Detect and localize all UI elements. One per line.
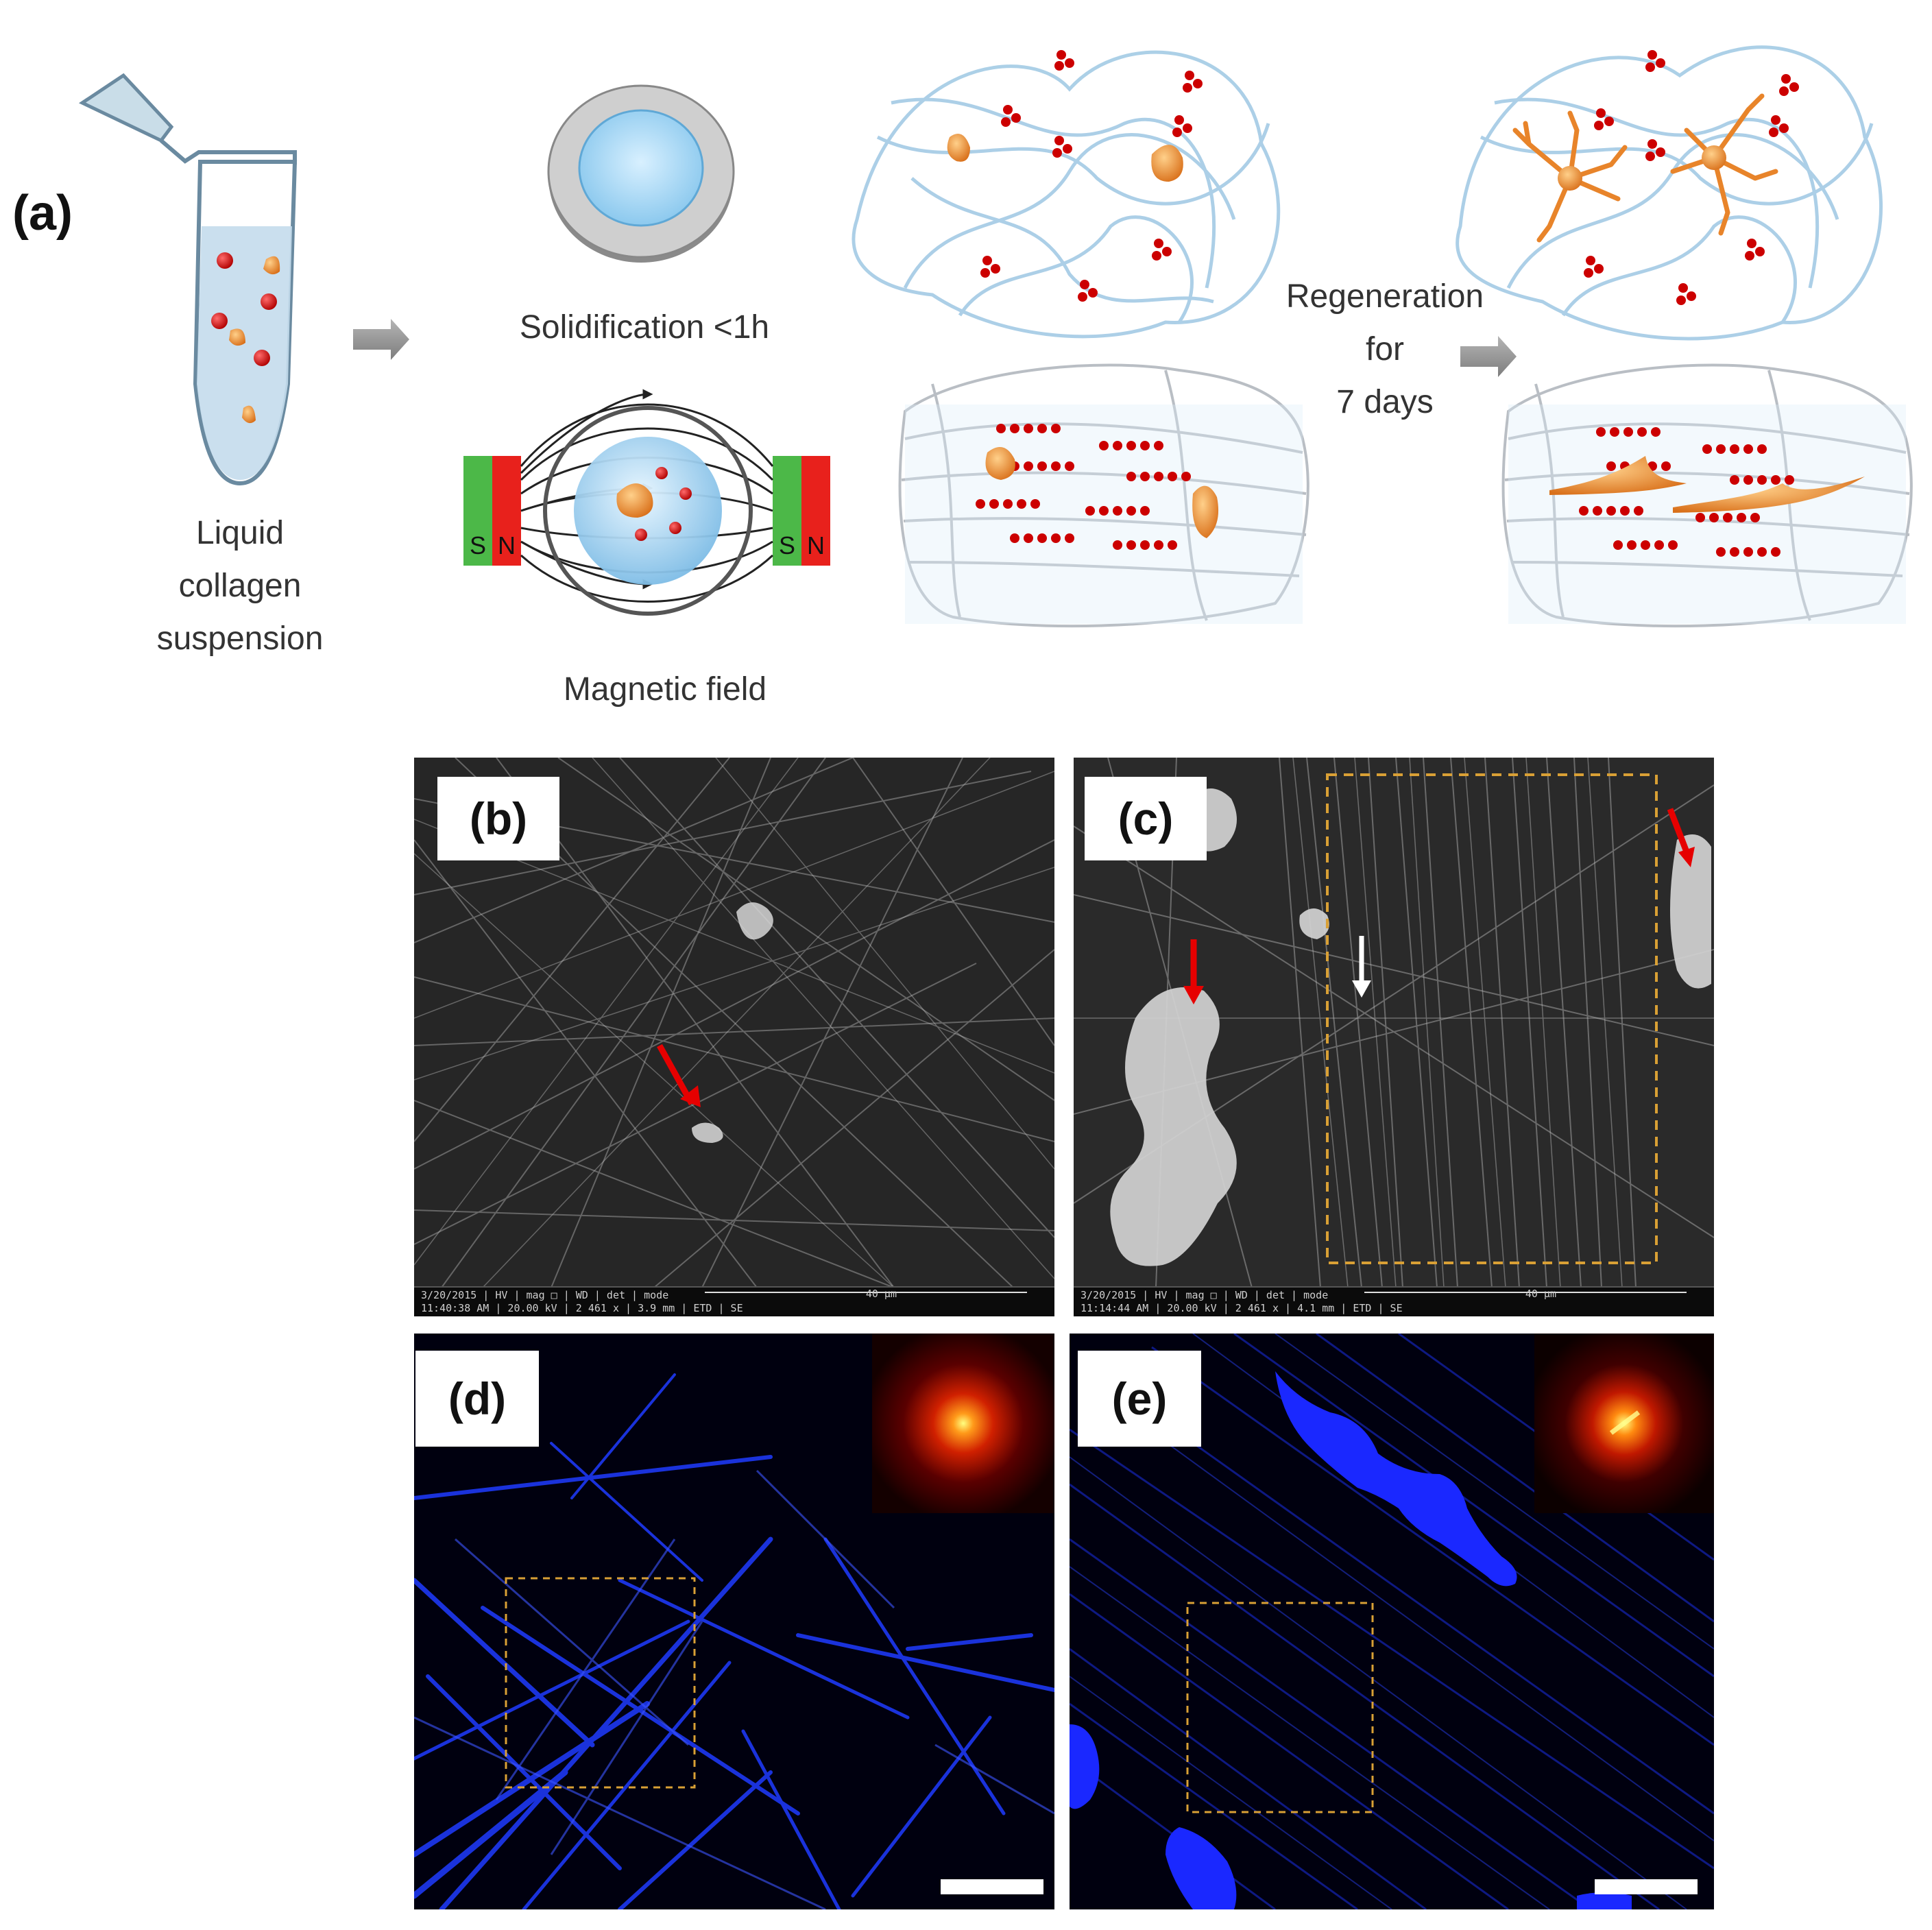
sem-scalebar	[705, 1292, 1027, 1301]
sem-info-row: 11:40:38 AM | 20.00 kV | 2 461 x | 3.9 m…	[421, 1302, 743, 1314]
random-collagen-network	[852, 50, 1281, 339]
magnet-icon	[463, 456, 830, 566]
tube-caption-line: Liquid	[195, 515, 285, 551]
tube-caption-line: collagen	[178, 567, 302, 604]
sem-scale-text: 40 µm	[865, 1288, 897, 1300]
panel-b-sem-databar: 3/20/2015 | HV | mag □ | WD | det | mode…	[414, 1286, 1054, 1316]
spread-cell-random	[1512, 93, 1778, 243]
scale-bar	[941, 1879, 1043, 1894]
sem-info-row: 11:14:44 AM | 20.00 kV | 2 461 x | 4.1 m…	[1080, 1302, 1403, 1314]
sem-scale-text: 40 µm	[1525, 1288, 1556, 1300]
scale-bar	[1595, 1879, 1698, 1894]
panel-a-label: (a)	[12, 186, 73, 241]
panel-e-label: (e)	[1078, 1351, 1201, 1447]
petri-dish-icon	[547, 84, 735, 263]
fft-inset	[872, 1334, 1054, 1513]
panel-c-sem-databar: 3/20/2015 | HV | mag □ | WD | det | mode…	[1074, 1286, 1714, 1316]
regenerated-random-network	[1456, 45, 1883, 341]
regeneration-caption-line: Regeneration	[1285, 278, 1484, 315]
panel-a-schematic	[78, 45, 1913, 628]
panel-e-confocal-image: (e)	[1070, 1334, 1714, 1909]
nanoparticle-clusters-regenerated	[1584, 50, 1799, 305]
magnet-left-n: N	[498, 531, 516, 559]
nanoparticle-clusters-top	[980, 50, 1203, 302]
magnet-right-n: N	[807, 531, 825, 559]
magnet-right-s: S	[778, 531, 795, 559]
eppendorf-tube-icon	[78, 73, 298, 486]
sem-info-row: 3/20/2015 | HV | mag □ | WD | det | mode	[1080, 1289, 1329, 1301]
roi-dashed-box	[1326, 773, 1658, 1264]
magnetic-field-caption: Magnetic field	[563, 671, 767, 708]
gray-arrow-icon	[353, 319, 409, 360]
sem-info-row: 3/20/2015 | HV | mag □ | WD | det | mode	[421, 1289, 669, 1301]
aggregate-blob	[1275, 1371, 1517, 1587]
panel-c-sem-image: (c) 3/20/2015 | HV | mag □ | WD | det | …	[1074, 758, 1714, 1316]
magnet-left-s: S	[469, 531, 486, 559]
sem-scalebar	[1364, 1292, 1687, 1301]
tube-caption: Liquid collagen suspension	[137, 507, 343, 665]
tube-caption-line: suspension	[156, 620, 324, 657]
roi-dashed-box	[1186, 1602, 1374, 1813]
panel-b-sem-image: (b) 3/20/2015 | HV | mag □ | WD | det | …	[414, 758, 1054, 1316]
regeneration-caption-line: for	[1365, 330, 1404, 367]
panel-d-label: (d)	[415, 1351, 539, 1447]
elongated-cells-aligned	[1549, 456, 1865, 513]
panel-b-label: (b)	[437, 777, 559, 860]
gray-arrow-icon	[1460, 336, 1517, 377]
regeneration-caption: Regeneration for 7 days	[1275, 271, 1495, 429]
panel-d-confocal-image: (d)	[414, 1334, 1054, 1909]
panel-c-label: (c)	[1085, 777, 1207, 860]
solidification-caption: Solidification <1h	[519, 309, 770, 346]
regeneration-caption-line: 7 days	[1336, 383, 1434, 420]
aligned-collagen-scaffold	[898, 363, 1309, 628]
